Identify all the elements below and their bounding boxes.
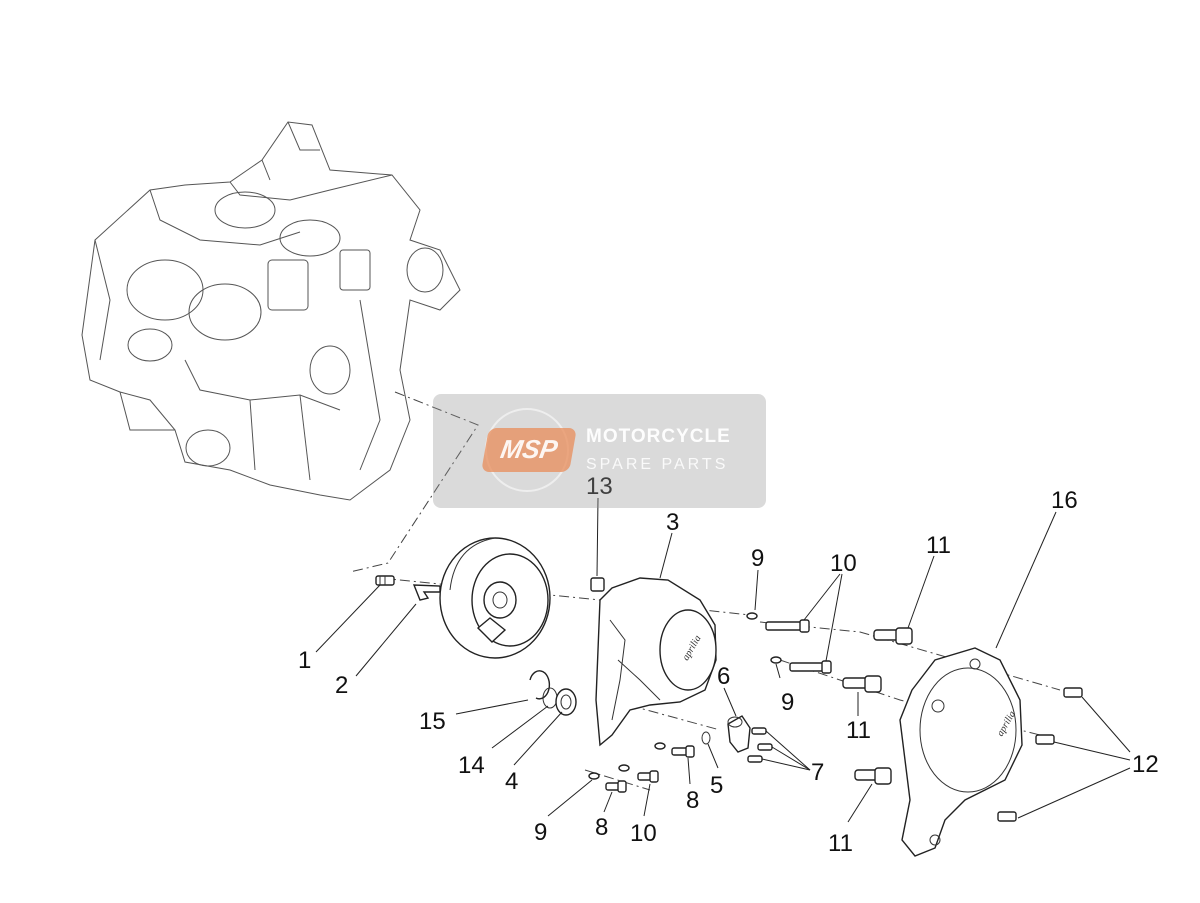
callout-10-top: 10 <box>830 550 857 577</box>
washer-9-upper <box>746 612 758 620</box>
callout-9-bottom: 9 <box>534 819 547 846</box>
msp-watermark: MSP MOTORCYCLE SPARE PARTS <box>433 394 766 508</box>
callout-labels: 1 2 3 4 5 6 7 8 8 9 9 9 10 10 11 11 11 1… <box>298 473 1159 857</box>
part-12-bolt-middle <box>1035 734 1055 745</box>
part-12-bolt-lower <box>997 811 1017 822</box>
part-6-fitting <box>727 715 751 753</box>
washer-9-lower-b <box>588 772 600 780</box>
part-11-spacer-middle <box>842 675 882 693</box>
msp-logo-badge: MSP <box>481 428 577 472</box>
callout-1: 1 <box>298 647 311 674</box>
callout-9-middle: 9 <box>781 689 794 716</box>
washer-lower-c <box>618 764 630 772</box>
washer-9-middle <box>770 656 782 664</box>
part-15-circlip <box>529 670 551 700</box>
engine-crankcase <box>81 121 461 501</box>
part-11-spacer-upper <box>873 627 913 645</box>
bolt-8-bottom <box>605 780 627 793</box>
part-14-ring <box>542 687 558 709</box>
callout-13: 13 <box>586 473 613 500</box>
part-16-outer-cover: aprilia <box>899 647 1023 857</box>
watermark-title: MOTORCYCLE <box>586 426 731 447</box>
callout-11-top: 11 <box>926 532 951 559</box>
watermark-subtitle: SPARE PARTS <box>586 456 729 473</box>
part-1-screw <box>375 575 395 586</box>
bolt-8-lower <box>671 745 695 758</box>
callout-12: 12 <box>1132 751 1159 778</box>
callout-4: 4 <box>505 768 518 795</box>
callout-11-middle: 11 <box>846 717 871 744</box>
callout-8-middle: 8 <box>686 787 699 814</box>
part-4-oil-seal <box>555 688 577 716</box>
part-2-bracket <box>412 584 441 601</box>
callout-2: 2 <box>335 672 348 699</box>
bolt-10-middle <box>789 660 832 674</box>
leader-lines <box>315 497 1131 823</box>
callout-14: 14 <box>458 752 485 779</box>
part-3-inner-cover: aprilia <box>595 577 717 747</box>
callout-8-bottom: 8 <box>595 814 608 841</box>
msp-logo-text: MSP <box>498 434 560 464</box>
callout-3: 3 <box>666 509 679 536</box>
callout-6: 6 <box>717 663 730 690</box>
callout-15: 15 <box>419 708 446 735</box>
callout-9-top: 9 <box>751 545 764 572</box>
callout-11-bottom: 11 <box>828 830 853 857</box>
callout-10-bottom: 10 <box>630 820 657 847</box>
flywheel <box>439 537 551 659</box>
part-11-spacer-lower <box>854 767 892 785</box>
washer-9-lower-a <box>654 742 666 750</box>
part-13-bushing <box>590 577 605 592</box>
callout-5: 5 <box>710 772 723 799</box>
bolt-10-upper <box>765 619 810 633</box>
bolt-10-bottom <box>637 770 659 783</box>
callout-16: 16 <box>1051 487 1078 514</box>
part-12-bolt-upper <box>1063 687 1083 698</box>
part-5-oring <box>701 731 711 745</box>
callout-7: 7 <box>811 759 824 786</box>
